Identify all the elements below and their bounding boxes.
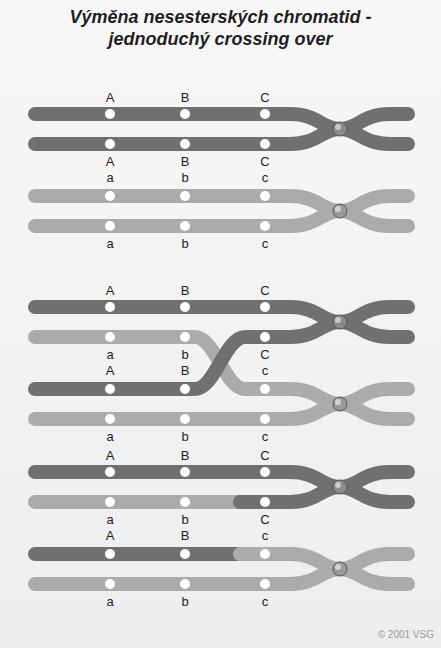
gene-allele-label: C [260, 283, 269, 298]
gene-allele-label: c [262, 594, 269, 609]
copyright-note: © 2001 VSG [378, 627, 434, 642]
gene-allele-label: A [106, 154, 115, 169]
gene-allele-label: b [181, 170, 188, 185]
gene-allele-label: b [181, 236, 188, 251]
gene-allele-label: a [106, 512, 113, 527]
gene-allele-label: C [260, 512, 269, 527]
gene-allele-label: C [260, 90, 269, 105]
gene-allele-label: c [262, 236, 269, 251]
gene-allele-label: c [262, 170, 269, 185]
gene-allele-label: A [106, 90, 115, 105]
diagram-title: Výměna nesesterských chromatid - jednodu… [41, 6, 401, 50]
gene-allele-label: b [181, 512, 188, 527]
gene-allele-label: a [106, 236, 113, 251]
gene-allele-label: B [181, 283, 190, 298]
gene-allele-label: b [181, 594, 188, 609]
gene-allele-label: b [181, 429, 188, 444]
gene-allele-label: B [181, 448, 190, 463]
gene-allele-label: c [262, 429, 269, 444]
gene-allele-label: a [106, 347, 113, 362]
gene-allele-label: C [260, 347, 269, 362]
gene-allele-label: a [106, 594, 113, 609]
gene-allele-label: B [181, 154, 190, 169]
gene-allele-label: a [106, 170, 113, 185]
gene-allele-label: b [181, 347, 188, 362]
gene-allele-label: B [181, 363, 190, 378]
gene-allele-label: A [106, 448, 115, 463]
gene-allele-label: a [106, 429, 113, 444]
gene-allele-label: C [260, 154, 269, 169]
gene-allele-label: C [260, 448, 269, 463]
gene-allele-label: c [262, 363, 269, 378]
gene-allele-label: A [106, 528, 115, 543]
gene-allele-label: c [262, 528, 269, 543]
gene-allele-label: A [106, 363, 115, 378]
gene-allele-label: A [106, 283, 115, 298]
gene-allele-label: B [181, 90, 190, 105]
gene-allele-label: B [181, 528, 190, 543]
